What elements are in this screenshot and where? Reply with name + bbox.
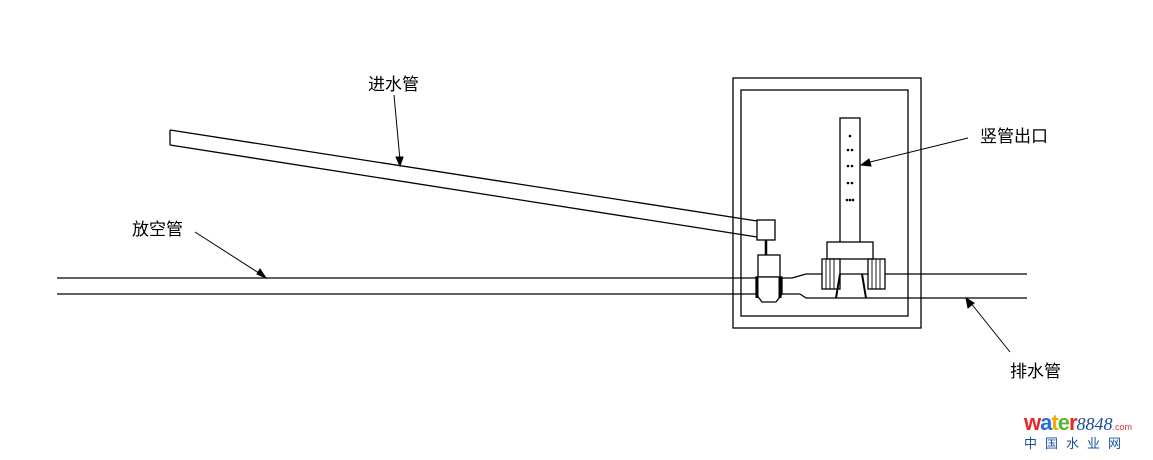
label-inlet-pipe: 进水管 xyxy=(368,75,419,95)
logo-water: water xyxy=(1024,410,1077,435)
inlet-pipe xyxy=(169,129,776,255)
logo-chinese: 中国水业网 xyxy=(1024,437,1130,452)
logo-com: .com xyxy=(1112,422,1133,432)
riser xyxy=(821,117,886,299)
drain-pipe xyxy=(57,273,1027,299)
water8848-logo: water8848.com 中国水业网 xyxy=(1024,410,1149,452)
label-drain-empty-pipe: 放空管 xyxy=(132,220,183,240)
label-riser-outlet: 竖管出口 xyxy=(980,127,1048,147)
chamber xyxy=(732,77,922,329)
valve xyxy=(755,254,783,303)
leader-arrows xyxy=(194,94,1011,353)
logo-number: 8848 xyxy=(1076,414,1113,434)
label-outlet-pipe: 排水管 xyxy=(1010,362,1061,382)
